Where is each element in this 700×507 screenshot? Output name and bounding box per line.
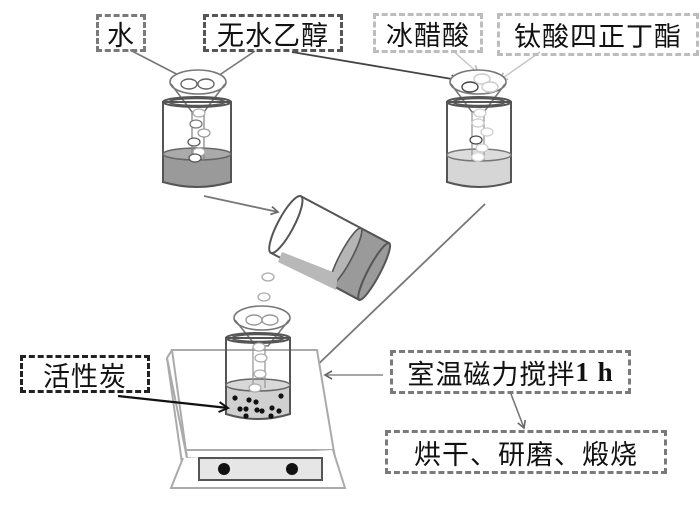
stirrer-knob-left [218,463,230,475]
arrow-tbot-to-funnel-b [498,51,541,81]
label-ethanol: 无水乙醇 [203,14,343,52]
label-activated-carbon-text: 活性炭 [43,361,127,393]
label-acetic-acid: 冰醋酸 [373,13,483,53]
solution-b [446,154,512,188]
label-tbot: 钛酸四正丁酯 [497,13,699,56]
beaker-a [162,69,232,188]
stirrer-beaker [225,305,291,420]
label-post-processing-text: 烘干、研磨、煅烧 [414,439,638,471]
label-activated-carbon: 活性炭 [20,355,150,393]
label-post-processing: 烘干、研磨、煅烧 [385,430,667,474]
arrow-stir-to-post [510,393,527,430]
arrow-ethanol-to-funnel-b [291,51,460,84]
label-tbot-text: 钛酸四正丁酯 [514,22,682,53]
label-water-text: 水 [107,20,135,52]
stirrer-panel [198,457,323,481]
pouring-beaker [268,194,392,302]
arrow-carbon-to-beaker [117,394,228,408]
drop [257,292,271,302]
label-acetic-acid-text: 冰醋酸 [386,20,470,52]
label-ethanol-text: 无水乙醇 [217,20,329,52]
drop [261,272,275,282]
arrow-beaker-a-to-pour [203,195,280,216]
pour-stream [278,252,338,290]
label-stir-time: 1 h [575,356,614,387]
arrow-beaker-b-to-stirrer [306,203,486,376]
label-stir-text: 室温磁力搅拌 [407,359,576,391]
label-water: 水 [96,14,146,52]
beaker-b [446,69,512,188]
solution-a [162,153,232,188]
stirrer-knob-right [286,463,298,475]
arrow-acetic-to-funnel-b [451,49,480,75]
carbon-particles [232,393,284,419]
